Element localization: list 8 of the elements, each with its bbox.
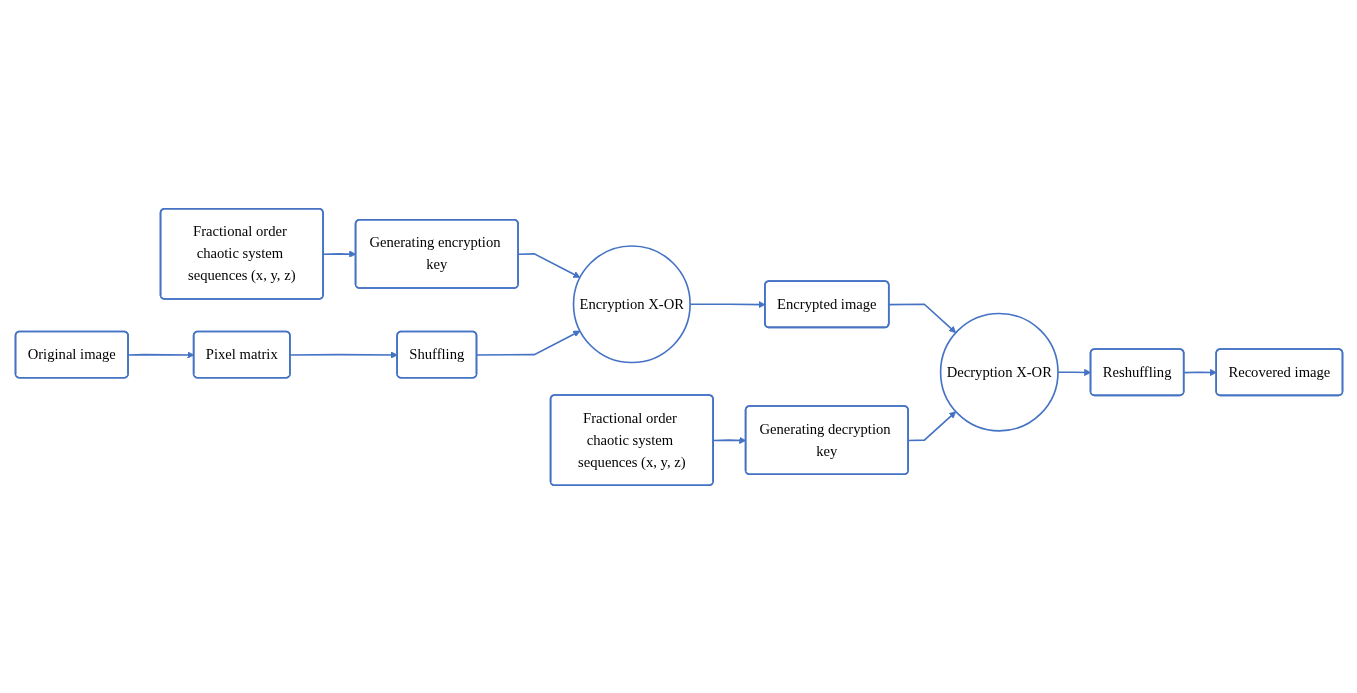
arrow [322, 250, 356, 258]
arrow [907, 410, 956, 441]
node-circle: Encryption X-OR [572, 244, 691, 363]
node-circle: Decryption X-OR [939, 312, 1059, 432]
arrow [475, 330, 580, 356]
arrow [712, 436, 746, 444]
arrow [517, 252, 580, 278]
arrow [127, 350, 194, 359]
